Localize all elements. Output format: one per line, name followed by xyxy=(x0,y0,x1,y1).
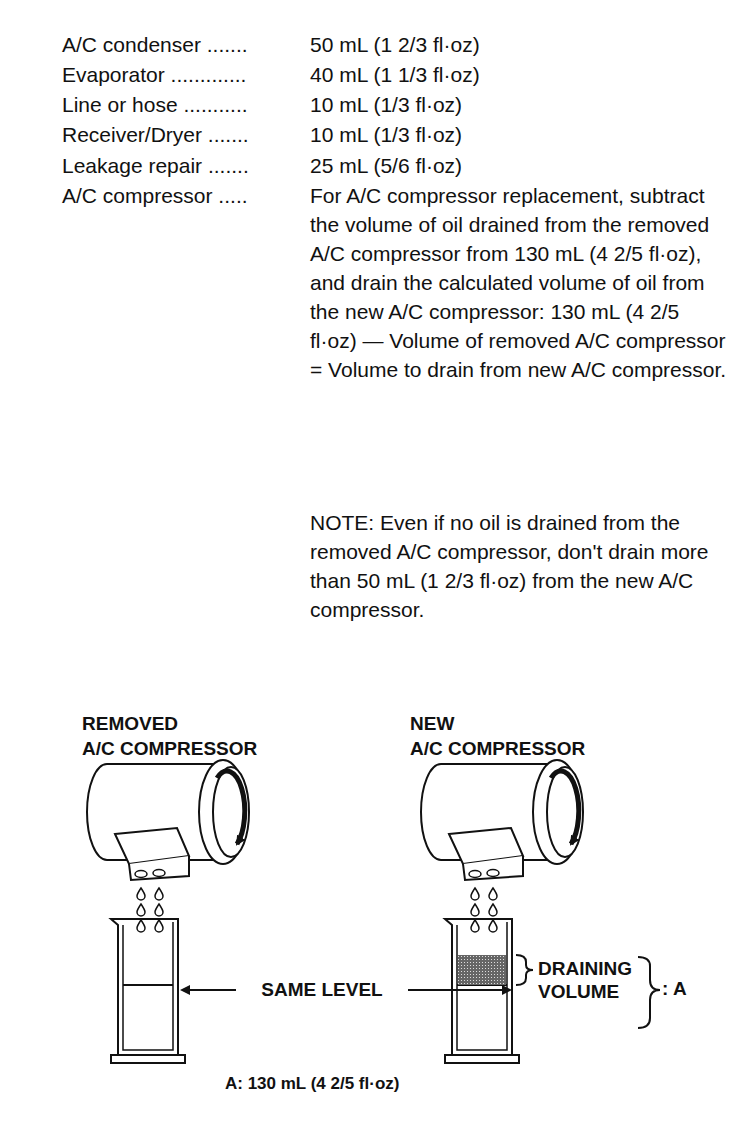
illustration-label: A: 130 mL (4 2/5 fl·oz) xyxy=(225,1073,399,1095)
table-text: 25 mL (5/6 fl·oz) xyxy=(310,151,462,180)
table-text: 10 mL (1/3 fl·oz) xyxy=(310,120,462,149)
table-text: 40 mL (1 1/3 fl·oz) xyxy=(310,60,480,89)
illustration-label: REMOVED A/C COMPRESSOR xyxy=(82,711,257,761)
table-text: 50 mL (1 2/3 fl·oz) xyxy=(310,30,480,59)
table-text: NOTE: Even if no oil is drained from the… xyxy=(310,508,728,624)
table-text: For A/C compressor replacement, subtract… xyxy=(310,181,728,384)
table-text: Receiver/Dryer ....... xyxy=(62,120,249,149)
illustration-label: NEW A/C COMPRESSOR xyxy=(410,711,585,761)
table-text: Evaporator ............. xyxy=(62,60,246,89)
table-text: Line or hose ........... xyxy=(62,90,248,119)
table-text: A/C condenser ....... xyxy=(62,30,248,59)
illustration-label: SAME LEVEL xyxy=(240,978,404,1002)
table-text: Leakage repair ....... xyxy=(62,151,249,180)
table-text: A/C compressor ..... xyxy=(62,181,248,210)
illustration-label: : A xyxy=(662,977,687,1001)
illustration-label: DRAINING VOLUME xyxy=(538,957,632,1003)
table-text: 10 mL (1/3 fl·oz) xyxy=(310,90,462,119)
